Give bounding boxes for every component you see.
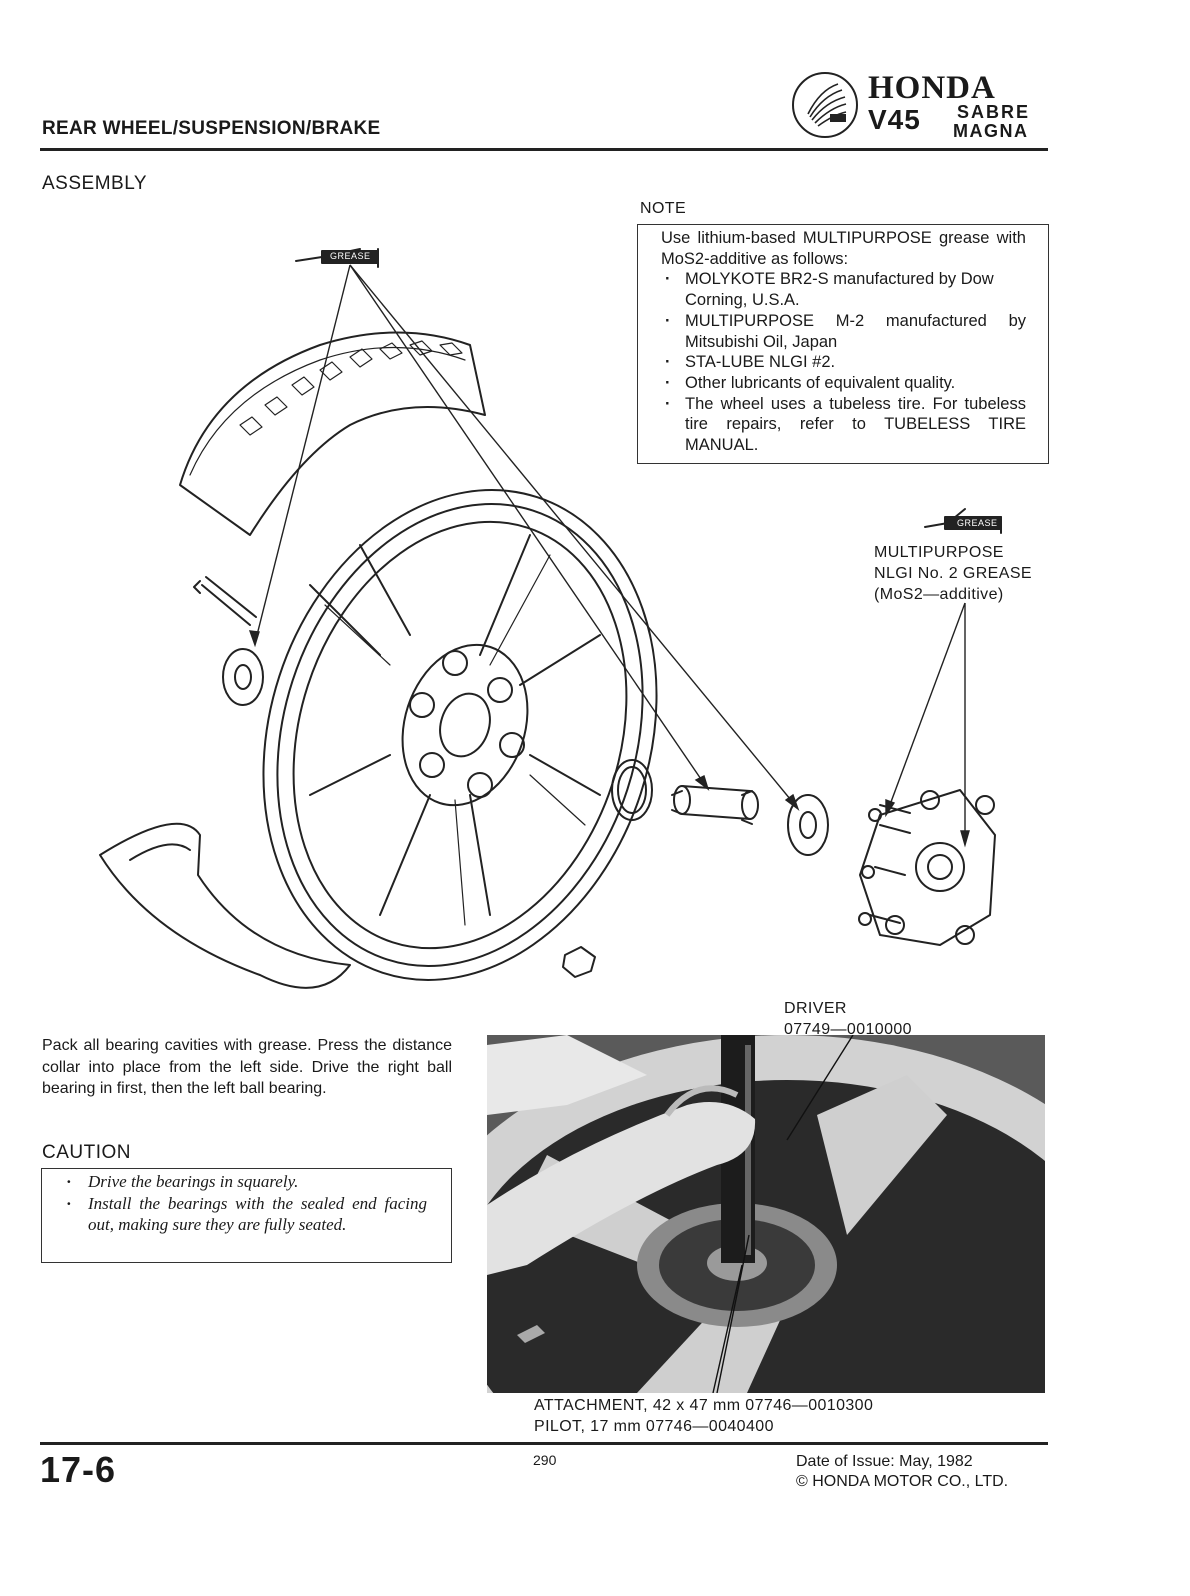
caution-item: Drive the bearings in squarely. [42,1171,427,1193]
note-item: MOLYKOTE BR2-S manufactured by Dow Corni… [661,269,1026,310]
bearing-installation-photo [487,1035,1045,1393]
model-name: V45 [868,104,921,135]
section-title: REAR WHEEL/SUSPENSION/BRAKE [42,118,381,139]
brand-name: HONDA [868,70,996,106]
note-item: STA-LUBE NLGI #2. [661,352,1026,373]
issue-info: Date of Issue: May, 1982 © HONDA MOTOR C… [796,1452,1008,1492]
caution-list: Drive the bearings in squarely. Install … [42,1171,427,1236]
o-ring [611,759,653,821]
driver-label: DRIVER 07749—0010000 [784,998,912,1040]
header-rule [40,148,1048,151]
wheel-rim-outer [262,489,658,981]
wheel-hub [401,643,529,807]
sheet-number: 290 [533,1452,557,1468]
caution-heading: CAUTION [42,1142,131,1163]
grease-spec-label: MULTIPURPOSE NLGI No. 2 GREASE (MoS2—add… [874,542,1032,605]
date-of-issue: Date of Issue: May, 1982 [796,1453,973,1470]
pilot-label: PILOT, 17 mm 07746—0040400 [534,1418,774,1435]
note-item: The wheel uses a tubeless tire. For tube… [661,394,1026,456]
driver-label-line: DRIVER [784,1000,847,1017]
note-intro: Use lithium-based MULTIPURPOSE grease wi… [661,229,1026,268]
grease-tube-icon [295,248,379,268]
note-item: Other lubricants of equivalent quality. [661,373,1026,394]
footer-rule [40,1442,1048,1445]
attachment-label: ATTACHMENT, 42 x 47 mm 07746—0010300 [534,1397,874,1414]
model-variant-magna: MAGNA [953,121,1029,141]
final-driven-flange [858,789,996,946]
assembly-heading: ASSEMBLY [42,173,148,194]
honda-wing-logo-icon [790,70,860,140]
caution-box: Drive the bearings in squarely. Install … [41,1168,452,1263]
small-nut [562,946,596,978]
page-number: 17-6 [40,1449,117,1490]
caution-item: Install the bearings with the sealed end… [42,1193,427,1236]
note-item: MULTIPURPOSE M-2 manufactured by Mitsubi… [661,311,1026,352]
note-box: Use lithium-based MULTIPURPOSE grease wi… [637,224,1049,464]
note-list: MOLYKOTE BR2-S manufactured by Dow Corni… [661,269,1026,455]
model-variant-sabre: SABRE [957,102,1031,122]
tire-outline [179,331,486,536]
note-heading: NOTE [640,200,687,217]
grease-spec-line: NLGI No. 2 GREASE [874,565,1032,582]
inner-tube [99,822,351,989]
grease-tag-top: GREASE [330,251,371,261]
driver-part-number: 07749—0010000 [784,1021,912,1038]
grease-spec-line: (MoS2—additive) [874,586,1004,603]
grease-spec-line: MULTIPURPOSE [874,544,1004,561]
wheel-exploded-diagram: GREASE [60,235,1020,995]
grease-tube-icon [924,508,1002,534]
right-bearing [787,794,829,856]
distance-collar [671,785,759,825]
grease-tag-right: GREASE [957,518,998,528]
valve-stem [193,576,257,626]
instructions-text: Pack all bearing cavities with grease. P… [42,1037,452,1097]
left-bearing [222,648,264,706]
copyright: © HONDA MOTOR CO., LTD. [796,1473,1009,1490]
